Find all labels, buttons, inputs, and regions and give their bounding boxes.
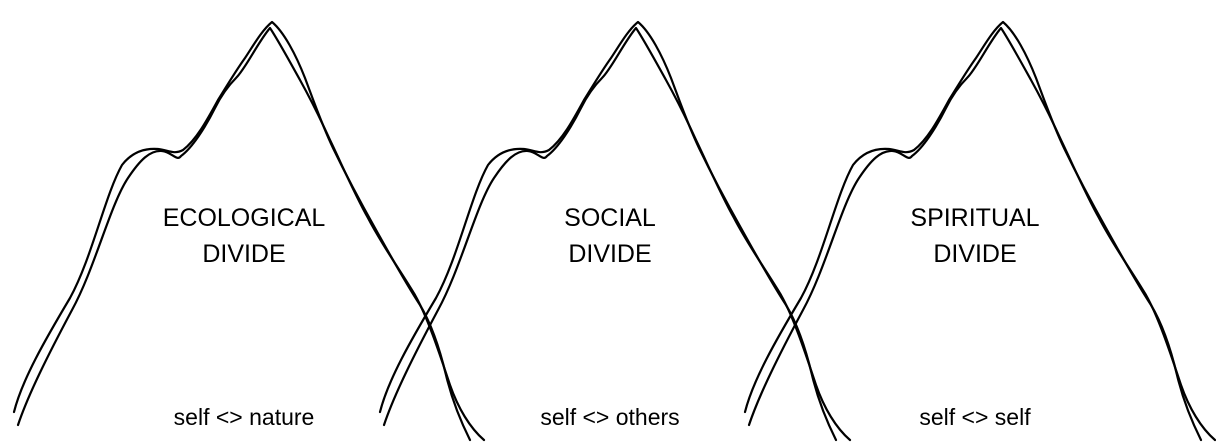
- mountain-ecological-title-1: ECOLOGICAL: [163, 204, 326, 232]
- mountain-spiritual-title-2: DIVIDE: [933, 240, 1016, 268]
- mountain-ecological-title-2: DIVIDE: [202, 240, 285, 268]
- mountain-ecological-relation: self <> nature: [174, 404, 315, 430]
- mountain-ecological-outline-b: [12, 20, 472, 442]
- mountain-spiritual-relation: self <> self: [919, 404, 1031, 430]
- mountain-social-title-2: DIVIDE: [568, 240, 651, 268]
- mountain-ecological: ECOLOGICAL DIVIDE self <> nature: [12, 20, 486, 442]
- mountain-spiritual-title-1: SPIRITUAL: [910, 204, 1039, 232]
- mountain-spiritual: SPIRITUAL DIVIDE self <> self: [743, 20, 1216, 442]
- mountain-social-relation: self <> others: [540, 404, 679, 430]
- mountain-spiritual-outline-b: [743, 20, 1203, 442]
- mountain-spiritual-outline-a: [747, 26, 1216, 442]
- mountain-social-outline-b: [378, 20, 838, 442]
- mountain-social-outline-a: [382, 26, 852, 442]
- mountain-social: SOCIAL DIVIDE self <> others: [378, 20, 852, 442]
- mountain-social-title-1: SOCIAL: [564, 204, 656, 232]
- mountain-ecological-outline-a: [16, 26, 486, 442]
